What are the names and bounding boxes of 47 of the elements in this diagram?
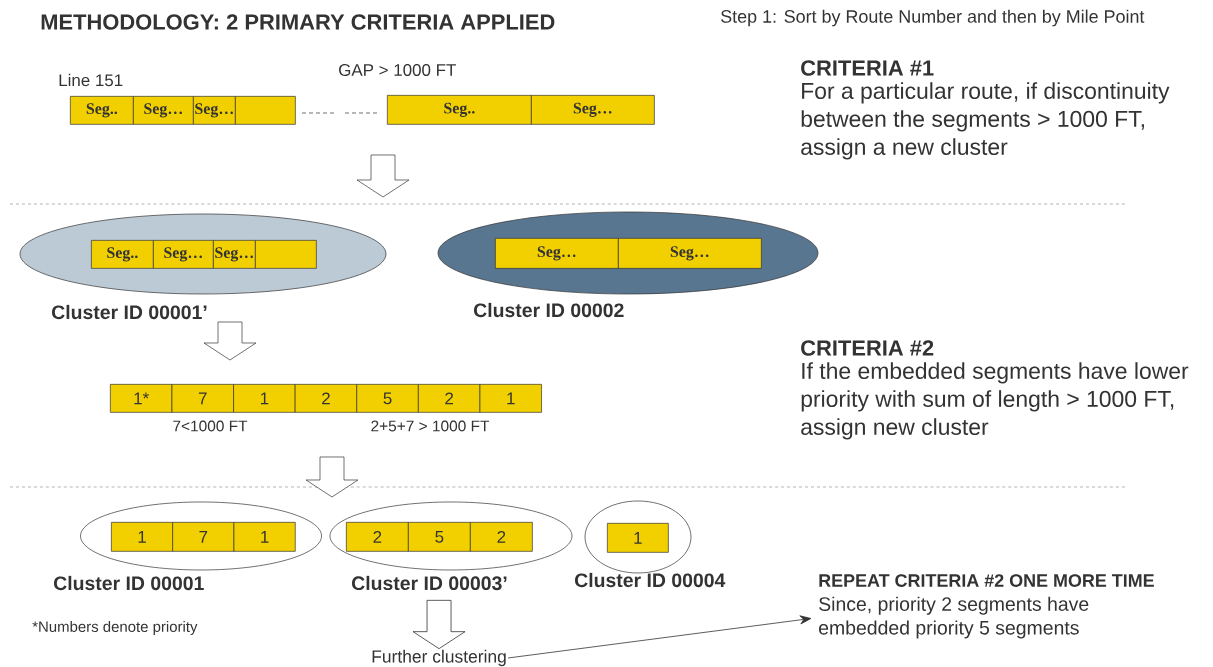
segment-cell: 2 <box>470 522 533 552</box>
segment-cell: 1 <box>233 384 296 413</box>
criteria-heading: CRITERIA #2 <box>801 340 934 356</box>
segment-cell: Seg… <box>133 96 194 125</box>
criteria-text: For a particular route, if discontinuity between the segments > 1000 FT, assign a new cluster <box>801 82 1170 160</box>
segment-cell: Seg.. <box>387 95 532 125</box>
block-arrow <box>412 599 466 650</box>
note-text: 2+5+7 > 1000 FT <box>371 420 490 432</box>
segment-cell <box>235 96 296 125</box>
title: METHODOLOGY: 2 PRIMARY CRITERIA APPLIED <box>41 14 555 30</box>
note-text: Step 1: Sort by Route Number and then by Mile Point <box>721 9 1145 27</box>
segment-cell: 5 <box>356 384 419 413</box>
segment-cell: Seg… <box>153 240 214 269</box>
segment-cell: 7 <box>172 522 235 552</box>
segment-cell: 1* <box>110 384 173 413</box>
segment-cell: 5 <box>408 522 471 552</box>
segment-cell: 7 <box>171 384 234 413</box>
segment-cell: Seg… <box>618 238 762 269</box>
note-heading: REPEAT CRITERIA #2 ONE MORE TIME <box>819 574 1154 587</box>
segment-cell: 1 <box>111 522 173 552</box>
note-text: Since, priority 2 segments have embedded priority 5 segments <box>819 596 1089 639</box>
note-text: Line 151 <box>59 73 123 87</box>
note-text: GAP > 1000 FT <box>339 64 456 76</box>
note-text: *Numbers denote priority <box>32 621 198 635</box>
node-label: Cluster ID 00001’ <box>52 304 207 320</box>
caption-text: Further clustering <box>372 649 506 667</box>
node-label: Cluster ID 00002 <box>474 302 624 318</box>
segment-cell: Seg… <box>213 240 256 269</box>
segment-cell: 2 <box>418 384 481 413</box>
segment-cell: Seg.. <box>70 96 134 125</box>
segment-cell: Seg… <box>531 95 655 125</box>
criteria-heading: CRITERIA #1 <box>801 60 934 76</box>
segment-cell: 2 <box>346 522 409 552</box>
node-label: Cluster ID 00003’ <box>352 575 507 591</box>
node-label: Cluster ID 00004 <box>575 572 726 588</box>
segment-cell: 1 <box>607 523 669 553</box>
segment-cell: 2 <box>294 384 358 413</box>
segment-cell: Seg… <box>495 238 619 269</box>
segment-cell: 1 <box>479 384 542 413</box>
segment-cell: 1 <box>233 522 296 552</box>
arrow <box>507 615 812 659</box>
segment-cell: Seg… <box>193 96 236 125</box>
segment-cell: Seg.. <box>91 240 154 269</box>
note-text: 7<1000 FT <box>173 420 248 432</box>
criteria-text: If the embedded segments have lower priority with sum of length > 1000 FT, assign new cluster <box>801 362 1189 440</box>
segment-cell <box>255 240 317 269</box>
node-label: Cluster ID 00001 <box>54 575 204 591</box>
